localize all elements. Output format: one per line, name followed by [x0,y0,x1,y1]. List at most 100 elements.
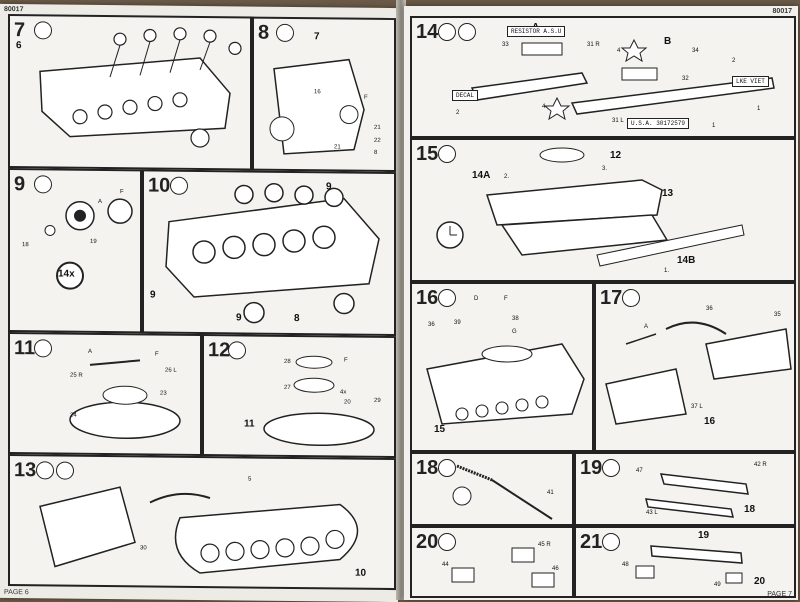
part-label: 25 R [70,372,83,379]
part-label: 6 [16,40,22,52]
part-label: 4 [542,104,546,110]
part-label: 18 [22,242,29,249]
part-label: 20 [754,576,766,587]
part-label: 1 [712,123,716,129]
part-label: 27 [284,384,291,391]
page-code: 80017 [772,8,792,15]
part-label: 14A [472,170,491,181]
step-19-panel: 19 18 42 R 43 L 47 [574,452,796,526]
part-label: 9 [236,312,242,324]
sub-assembly-label: B [664,36,672,47]
part-label: 31 L [612,118,624,124]
decal-front: DECAL [452,90,479,101]
part-label: A [88,348,93,355]
part-label: 45 R [538,542,551,548]
road-wheel-illustration [44,198,133,290]
part-label: 7 [314,31,320,43]
part-label: F [504,296,508,302]
part-label: 16 [704,416,716,427]
part-label: 36 [706,306,713,312]
part-label: 33 [502,42,509,48]
step-number: 21 [580,531,603,553]
part-label: 16 [314,89,321,96]
part-label: 23 [160,390,167,397]
part-label: 19 [698,530,710,541]
hull-rear-illustration [269,58,365,155]
page-code: 80017 [4,5,24,14]
part-label: 2 [456,110,460,116]
part-label: 36 [428,322,435,328]
hull-side-illustration [39,27,242,148]
step-15-panel: 15 12 13 14A 14B 2. 3. 1. [410,138,796,282]
step-13-panel: 13 5 10 30 [8,453,396,591]
step-12-panel: 12 11 4x 20 27 28 29 F [202,334,396,459]
tool-rack-illustration [635,545,743,584]
cement-icon [602,459,620,477]
part-label: 13 [662,188,674,199]
part-label: 43 L [646,510,658,516]
headlight-illustration [451,547,555,588]
step-number: 18 [416,457,439,479]
part-label: F [344,357,348,364]
part-label: 5 [248,476,252,483]
turret-parts-illustration [263,355,375,447]
storage-box-illustration [645,473,749,518]
cement-icon [602,533,620,551]
part-label: G [512,329,517,335]
upper-hull-illustration [436,147,745,267]
part-label: 9 [326,181,332,193]
part-label: F [364,94,368,101]
part-label: F [155,351,159,358]
part-label: 15 [434,424,446,435]
part-label: 11 [244,418,255,430]
decal-side: LKE VIET [732,76,769,87]
part-label: 47 [636,468,643,474]
rear-rack-illustration [605,321,792,425]
step-order-label: 3. [602,166,608,172]
part-label: F [120,189,124,196]
part-label: 44 [442,562,449,568]
step-20-panel: 20 44 45 R 46 [410,526,574,598]
cement-icon [438,289,456,307]
part-label: 18 [744,504,756,515]
part-label: 26 L [165,367,177,374]
part-label: 28 [284,358,291,365]
part-label: A [98,198,103,205]
cement-icon [438,23,456,41]
step-number: 15 [416,143,439,165]
step-14-panel: 14 A B 2 2 4 4 1 33 31 L 31 R 32 34 1 RE… [410,16,796,138]
cement-icon [622,289,640,307]
quantity-label: 14x [58,268,75,280]
step-8-panel: 8 7 8 21 22 21 16 F [252,16,396,173]
track-assembly-illustration [39,486,359,574]
page-number: PAGE 7 [767,591,792,598]
part-label: 8 [294,312,300,325]
step-16-panel: 16 15 36 39 38 D F G [410,282,594,452]
part-label: 21 [374,124,381,131]
part-label: 19 [90,238,97,245]
step-17-panel: 17 16 35 36 37 L A [594,282,796,452]
tank-assembled-illustration [426,343,585,425]
part-label: 22 [374,137,381,144]
no-cement-icon [438,459,456,477]
step-21-panel: 21 19 20 48 49 [574,526,796,598]
wheels-on-hull-illustration [165,183,380,324]
part-label: 34 [692,48,699,54]
step-order-label: 1. [664,268,670,274]
part-label: 49 [714,582,721,588]
part-label: 35 [774,312,781,318]
turret-base-illustration [69,359,181,439]
part-label: 14B [677,255,696,266]
part-label: 30 [140,545,147,552]
step-9-panel: 9 14x 18 19 A F [8,167,142,334]
page-number: PAGE 6 [4,588,29,597]
part-label: 8 [374,149,378,156]
decal-serial: U.S.A. 30172579 [627,118,690,129]
step-11-panel: 11 24 25 R 26 L 23 A F [8,331,202,457]
antenna-spring-illustration [452,464,553,520]
paint-icon [458,23,476,41]
part-label: 24 [70,412,77,419]
step-order-label: 2. [504,174,510,180]
part-label: 41 [547,490,554,496]
part-label: 29 [374,397,381,404]
